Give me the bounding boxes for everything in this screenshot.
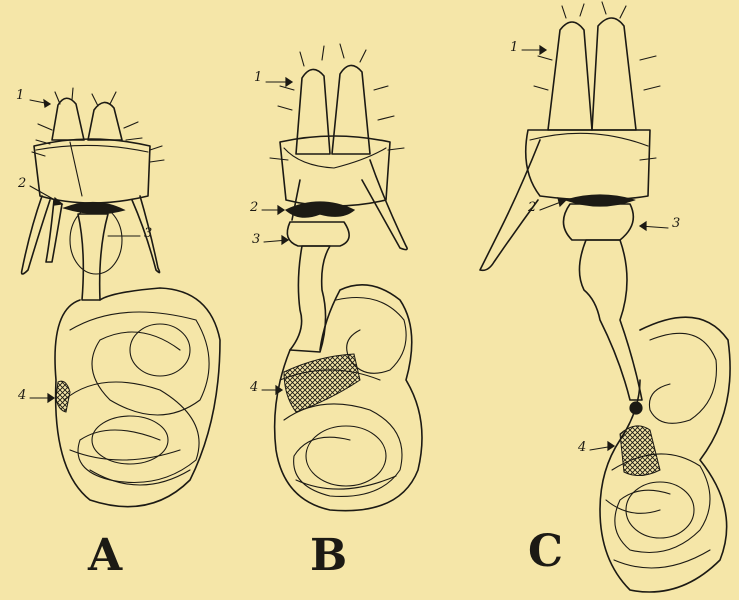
figure-a-letter: A — [88, 530, 122, 581]
figure-a-callout-2: 2 — [18, 176, 26, 191]
figure-c-callout-1: 1 — [510, 40, 518, 55]
figure-a-callout-4: 4 — [18, 388, 26, 403]
figure-b-callout-1: 1 — [254, 70, 262, 85]
figure-b-callout-2: 2 — [250, 200, 258, 215]
figure-c-drawing — [480, 2, 730, 592]
figure-b-drawing — [262, 44, 422, 511]
figure-b-callout-3: 3 — [252, 232, 260, 247]
figure-a-callout-1: 1 — [16, 88, 24, 103]
figure-a-drawing — [22, 88, 220, 507]
figure-c-letter: C — [528, 526, 563, 577]
figure-c-callout-4: 4 — [578, 440, 586, 455]
figure-b-letter: B — [310, 530, 347, 581]
figure-b-callout-4: 4 — [250, 380, 258, 395]
figure-a-callout-3: 3 — [144, 226, 152, 241]
figure-c-callout-3: 3 — [672, 216, 680, 231]
figure-c-callout-2: 2 — [528, 200, 536, 215]
